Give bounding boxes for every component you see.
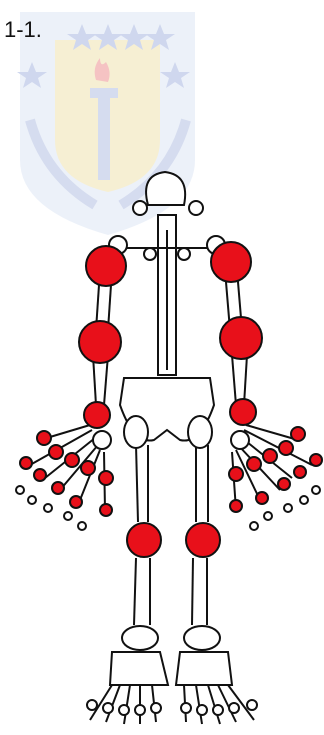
right-wrist-joint — [230, 399, 256, 425]
right-knee-joint — [186, 523, 220, 557]
left-foot — [110, 652, 168, 685]
right-ankle — [184, 626, 220, 650]
left-shoulder-joint — [86, 246, 126, 286]
right-shoulder-joint — [211, 242, 251, 282]
head-outline — [146, 172, 185, 205]
left-wrist-joint — [84, 402, 110, 428]
left-ankle — [122, 626, 158, 650]
left-knee-joint — [127, 523, 161, 557]
right-elbow-joint — [220, 317, 262, 359]
right-foot — [176, 652, 232, 685]
left-elbow-joint — [79, 321, 121, 363]
